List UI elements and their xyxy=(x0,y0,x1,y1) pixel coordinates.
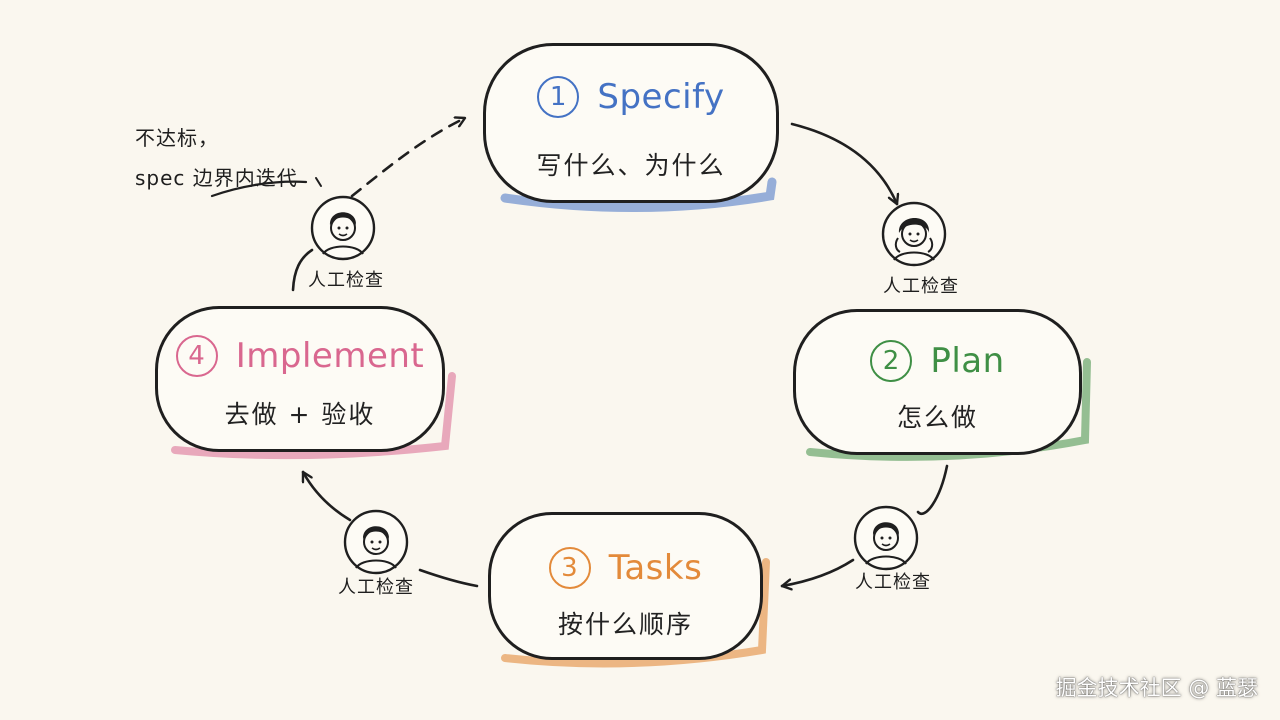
iterate-note-underline xyxy=(210,180,308,198)
human-check-label: 人工检查 xyxy=(308,270,384,291)
step-tasks-title-row: 3 Tasks xyxy=(491,547,760,589)
step-plan-title-row: 2 Plan xyxy=(796,340,1079,382)
step-implement-node: 4 Implement 去做 + 验收 xyxy=(155,306,445,452)
step-plan-node: 2 Plan 怎么做 xyxy=(793,309,1082,455)
specify-underline xyxy=(500,177,777,213)
person-avatar-icon xyxy=(310,195,376,261)
iterate-note-line2: spec 边界内迭代 xyxy=(135,166,298,190)
step-specify-title-row: 1 Specify xyxy=(486,76,776,118)
arrow-specify-to-plan xyxy=(790,122,897,206)
watermark: 掘金技术社区 @ 蓝瑟 xyxy=(1055,676,1258,700)
person-avatar-icon xyxy=(343,509,409,575)
dashed-iterate-arrow xyxy=(350,118,467,198)
arrow-plan-to-tasks-2 xyxy=(780,558,855,586)
step-subtitle: 按什么顺序 xyxy=(557,610,693,639)
step-title: Specify xyxy=(597,77,725,117)
step-number-badge: 2 xyxy=(870,340,913,382)
step-number-badge: 4 xyxy=(175,335,218,377)
person-avatar-icon xyxy=(853,505,919,571)
line-implement-to-check xyxy=(291,248,314,292)
iterate-note-tick xyxy=(315,177,322,187)
step-specify-node: 1 Specify 写什么、为什么 xyxy=(483,43,779,203)
step-implement-title-row: 4 Implement xyxy=(158,335,442,377)
step-title: Tasks xyxy=(608,548,703,588)
tasks-underline xyxy=(501,558,770,668)
arrow-tasks-to-implement-2 xyxy=(301,470,352,522)
implement-underline xyxy=(171,372,456,460)
step-subtitle: 去做 + 验收 xyxy=(224,400,376,429)
person-avatar-icon xyxy=(881,201,947,267)
step-subtitle: 怎么做 xyxy=(896,403,978,432)
step-tasks-node: 3 Tasks 按什么顺序 xyxy=(488,512,763,660)
iterate-note-line1: 不达标， xyxy=(135,126,219,150)
arrow-tasks-to-implement xyxy=(418,568,479,588)
arrow-plan-to-tasks xyxy=(916,464,949,515)
step-number-badge: 3 xyxy=(548,547,591,589)
step-number-badge: 1 xyxy=(537,76,580,118)
human-check-label: 人工检查 xyxy=(883,276,959,297)
plan-underline xyxy=(806,358,1091,461)
human-check-label: 人工检查 xyxy=(855,572,931,593)
step-title: Implement xyxy=(235,336,425,376)
step-subtitle: 写什么、为什么 xyxy=(536,151,726,180)
iterate-note: 不达标， spec 边界内迭代 xyxy=(135,118,298,198)
human-check-label: 人工检查 xyxy=(338,577,414,598)
step-title: Plan xyxy=(930,341,1005,381)
